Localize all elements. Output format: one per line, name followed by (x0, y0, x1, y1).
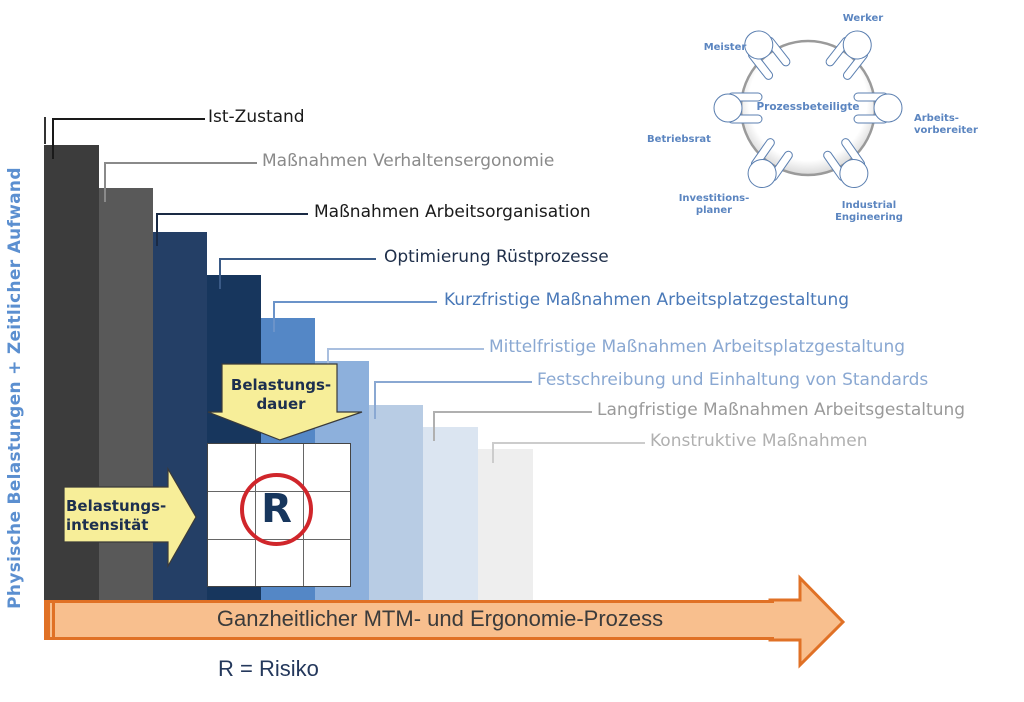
step-bar (99, 188, 153, 600)
leader-line-vertical (104, 162, 106, 202)
leader-line-horizontal (219, 258, 376, 260)
stakeholder-label: Engineering (835, 212, 903, 223)
step-bar (423, 427, 478, 600)
chair-armrest (727, 114, 763, 124)
step-label: Optimierung Rüstprozesse (384, 247, 609, 267)
step-label: Festschreibung und Einhaltung von Standa… (537, 370, 929, 390)
chair-armrest (841, 138, 866, 169)
leader-line-vertical (156, 213, 158, 246)
leader-line-horizontal (156, 213, 308, 215)
leader-line-horizontal (327, 348, 484, 350)
stakeholder-arbeitsvorbereiter: Arbeits- vorbereiter (914, 113, 980, 137)
process-arrow-cap (44, 600, 50, 640)
chair-icon (825, 30, 872, 80)
leader-line-vertical (273, 301, 275, 332)
leader-line-vertical (433, 411, 435, 441)
stakeholder-label: Meister (703, 42, 747, 53)
stakeholder-label: Industrial (841, 200, 897, 211)
chair-seat (839, 159, 869, 189)
step-label: Maßnahmen Verhaltensergonomie (262, 151, 555, 171)
process-arrow-label: Ganzheitlicher MTM- und Ergonomie-Prozes… (216, 606, 664, 631)
y-axis-label: Physische Belastungen + Zeitlicher Aufwa… (5, 167, 25, 609)
chair-seat (747, 159, 777, 189)
chair-seat (842, 30, 872, 60)
leader-line-vertical (327, 348, 329, 375)
stakeholder-label: Betriebsrat (647, 134, 711, 145)
stakeholder-label: planer (695, 205, 733, 216)
leader-line-vertical (52, 118, 54, 159)
process-arrow-body (44, 600, 774, 640)
chair-armrest (748, 50, 774, 80)
leader-line-horizontal (492, 442, 645, 444)
duration-callout-line1: Belastungs- (230, 376, 332, 394)
chair-armrest (825, 36, 851, 67)
step-bar (369, 405, 423, 600)
leader-line-horizontal (52, 118, 205, 120)
stakeholder-meister: Meister (700, 42, 750, 54)
step-label: Langfristige Maßnahmen Arbeitsgestaltung (597, 400, 966, 420)
stakeholder-betriebsrat: Betriebsrat (646, 134, 712, 146)
chair-armrest (842, 50, 868, 80)
step-label: Mittelfristige Maßnahmen Arbeitsplatzges… (489, 337, 906, 357)
step-bar (478, 449, 533, 600)
intensity-callout-line1: Belastungs- (66, 497, 167, 515)
leader-line-vertical (492, 442, 494, 463)
y-axis-tick (44, 117, 46, 144)
stakeholder-center-label: Prozessbeteiligte (756, 101, 860, 113)
leader-line-horizontal (273, 301, 437, 303)
stakeholder-label: vorbereiter (914, 125, 978, 136)
step-label: Maßnahmen Arbeitsorganisation (314, 202, 591, 222)
chair-armrest (853, 92, 889, 102)
process-arrow-cap-line (52, 600, 55, 640)
leader-line-horizontal (374, 381, 532, 383)
step-label: Konstruktive Maßnahmen (650, 431, 868, 451)
leader-line-horizontal (104, 162, 257, 164)
risk-legend: R = Risiko (218, 656, 319, 681)
intensity-callout-line2: intensität (66, 516, 149, 534)
chair-icon (853, 92, 903, 124)
step-label: Ist-Zustand (208, 107, 305, 127)
chair-armrest (768, 150, 793, 182)
step-label: Kurzfristige Maßnahmen Arbeitsplatzgesta… (444, 290, 850, 310)
stakeholder-label: Werker (842, 13, 884, 24)
leader-line-horizontal (433, 411, 592, 413)
chair-icon (823, 138, 869, 189)
chair-icon (747, 138, 793, 189)
risk-circle (240, 473, 313, 546)
process-arrow-head (768, 574, 846, 669)
stakeholder-werker: Werker (838, 13, 888, 25)
stakeholder-label: Investitions- (678, 193, 750, 204)
chair-armrest (823, 150, 848, 182)
leader-line-vertical (219, 258, 221, 289)
chair-seat (713, 93, 743, 123)
chair-armrest (853, 114, 889, 124)
duration-callout: Belastungs- dauer (222, 376, 340, 414)
risk-symbol: R (261, 486, 292, 532)
stakeholder-investitionsplaner: Investitions- planer (676, 193, 752, 217)
chair-armrest (750, 138, 775, 169)
chair-seat (873, 93, 903, 123)
step-bar (153, 232, 207, 600)
stakeholder-industrial-engineering: Industrial Engineering (831, 200, 907, 224)
intensity-callout: Belastungs- intensität (66, 497, 170, 535)
chair-armrest (765, 36, 791, 67)
chair-armrest (727, 92, 763, 102)
stakeholder-label: Arbeits- (914, 113, 959, 124)
duration-callout-line2: dauer (256, 395, 306, 413)
leader-line-vertical (374, 381, 376, 419)
